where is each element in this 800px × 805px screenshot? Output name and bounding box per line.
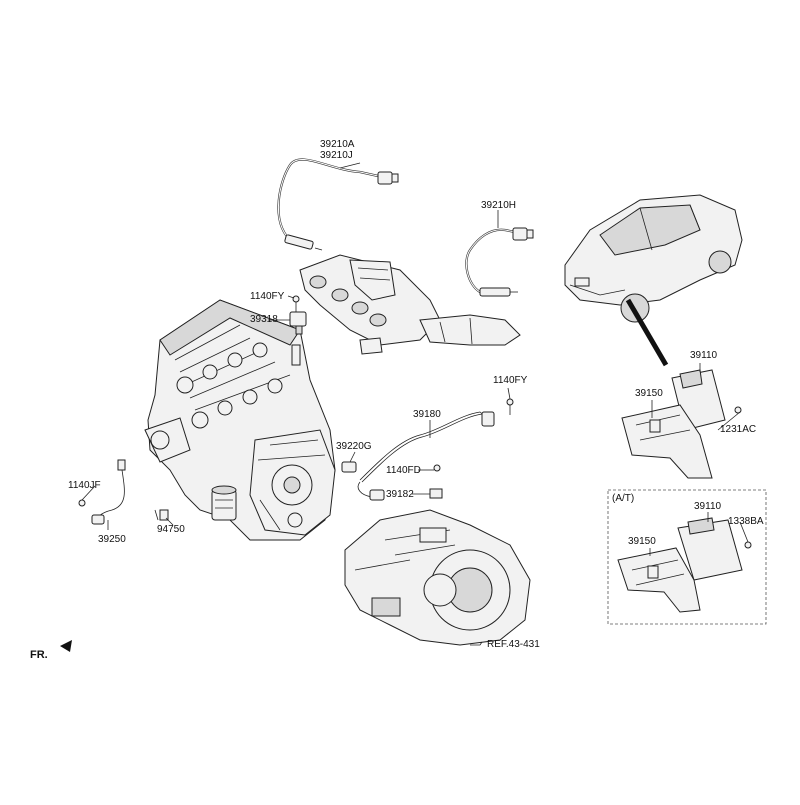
label-39210J: 39210J bbox=[320, 150, 353, 161]
vehicle-illustration bbox=[564, 194, 743, 323]
label-39210A: 39210A bbox=[320, 139, 355, 150]
label-1140FY-right: 1140FY bbox=[493, 375, 528, 386]
location-pointer bbox=[625, 298, 669, 367]
engine-illustration bbox=[144, 299, 336, 541]
oxygen-sensor-upstream bbox=[277, 158, 399, 251]
label-at-group: (A/T) bbox=[612, 493, 635, 504]
at-group-box bbox=[607, 489, 767, 625]
label-1140FD: 1140FD bbox=[386, 465, 421, 476]
ecm-automatic bbox=[617, 517, 752, 613]
label-39180: 39180 bbox=[413, 409, 441, 420]
transaxle-illustration bbox=[344, 509, 531, 646]
label-39110-mt: 39110 bbox=[690, 350, 718, 361]
leader-lines bbox=[81, 162, 749, 646]
cam-position-sensor bbox=[289, 295, 307, 335]
exhaust-manifold-illustration bbox=[299, 254, 521, 355]
label-front: FR. bbox=[30, 649, 48, 661]
speed-sensor-harness bbox=[341, 398, 514, 501]
oxygen-sensor-downstream bbox=[465, 227, 534, 297]
label-39210H: 39210H bbox=[481, 200, 517, 211]
label-1140FY-top: 1140FY bbox=[250, 291, 285, 302]
label-39220G: 39220G bbox=[336, 441, 372, 452]
label-1140JF: 1140JF bbox=[68, 480, 101, 491]
label-39182: 39182 bbox=[386, 489, 414, 500]
label-39250: 39250 bbox=[98, 534, 126, 545]
label-39150-at: 39150 bbox=[628, 536, 656, 547]
ecm-manual bbox=[621, 369, 742, 479]
label-39318: 39318 bbox=[250, 314, 278, 325]
label-1231AC: 1231AC bbox=[720, 424, 757, 435]
label-1338BA: 1338BA bbox=[728, 516, 764, 527]
label-39150-mt: 39150 bbox=[635, 388, 663, 399]
label-39110-at: 39110 bbox=[694, 501, 722, 512]
front-arrow-icon bbox=[60, 640, 72, 652]
knock-sensor bbox=[78, 459, 169, 525]
label-94750: 94750 bbox=[157, 524, 185, 535]
label-ref: REF.43-431 bbox=[487, 639, 540, 650]
